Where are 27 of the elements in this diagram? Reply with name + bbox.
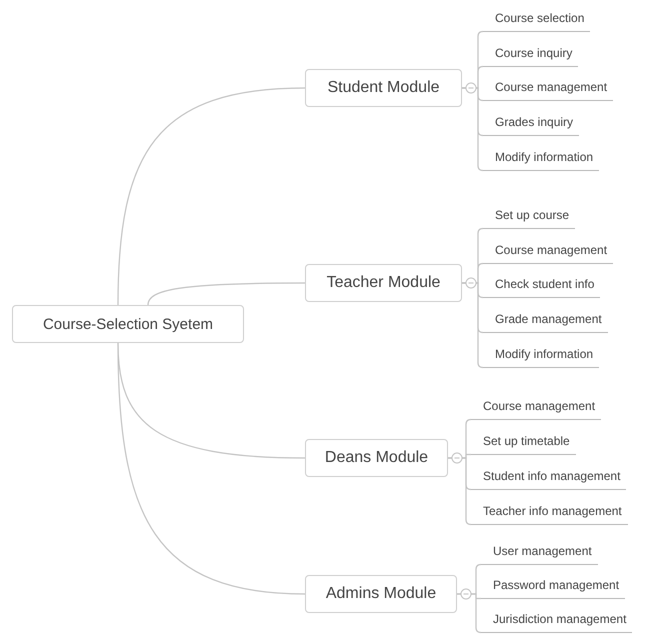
topic-label: Student info management [471,468,626,490]
branch-curve [117,342,306,595]
topic-label: Course management [471,398,602,420]
branch-connector [457,593,482,634]
topic-label: Teacher info management [471,503,628,525]
topic-label: User management [481,543,598,565]
topic-label: Grades inquiry [483,114,580,136]
topic-label: Modify information [483,149,600,171]
topic-box: Admins Module [305,575,457,613]
topic-label: Course management [483,242,614,264]
central-topic-box: Course-Selection Syetem [12,305,244,343]
topic-label: Set up course [483,207,576,229]
topic-label: Password management [481,577,626,599]
topic-label: Course inquiry [483,45,578,67]
branch-curve [117,87,306,306]
topic-label: Course selection [483,10,590,32]
branch-curve [147,282,305,306]
topic-label: Course management [483,79,614,101]
topic-box: Student Module [305,69,462,107]
topic-label: Set up timetable [471,433,576,455]
branch-connector [448,457,472,526]
topic-label: Check student info [483,276,600,298]
topic-label: Modify information [483,346,600,368]
topic-label: Jurisdiction management [481,611,632,633]
topic-label: Grade management [483,311,608,333]
topic-box: Deans Module [305,439,448,477]
topic-box: Teacher Module [305,264,462,302]
